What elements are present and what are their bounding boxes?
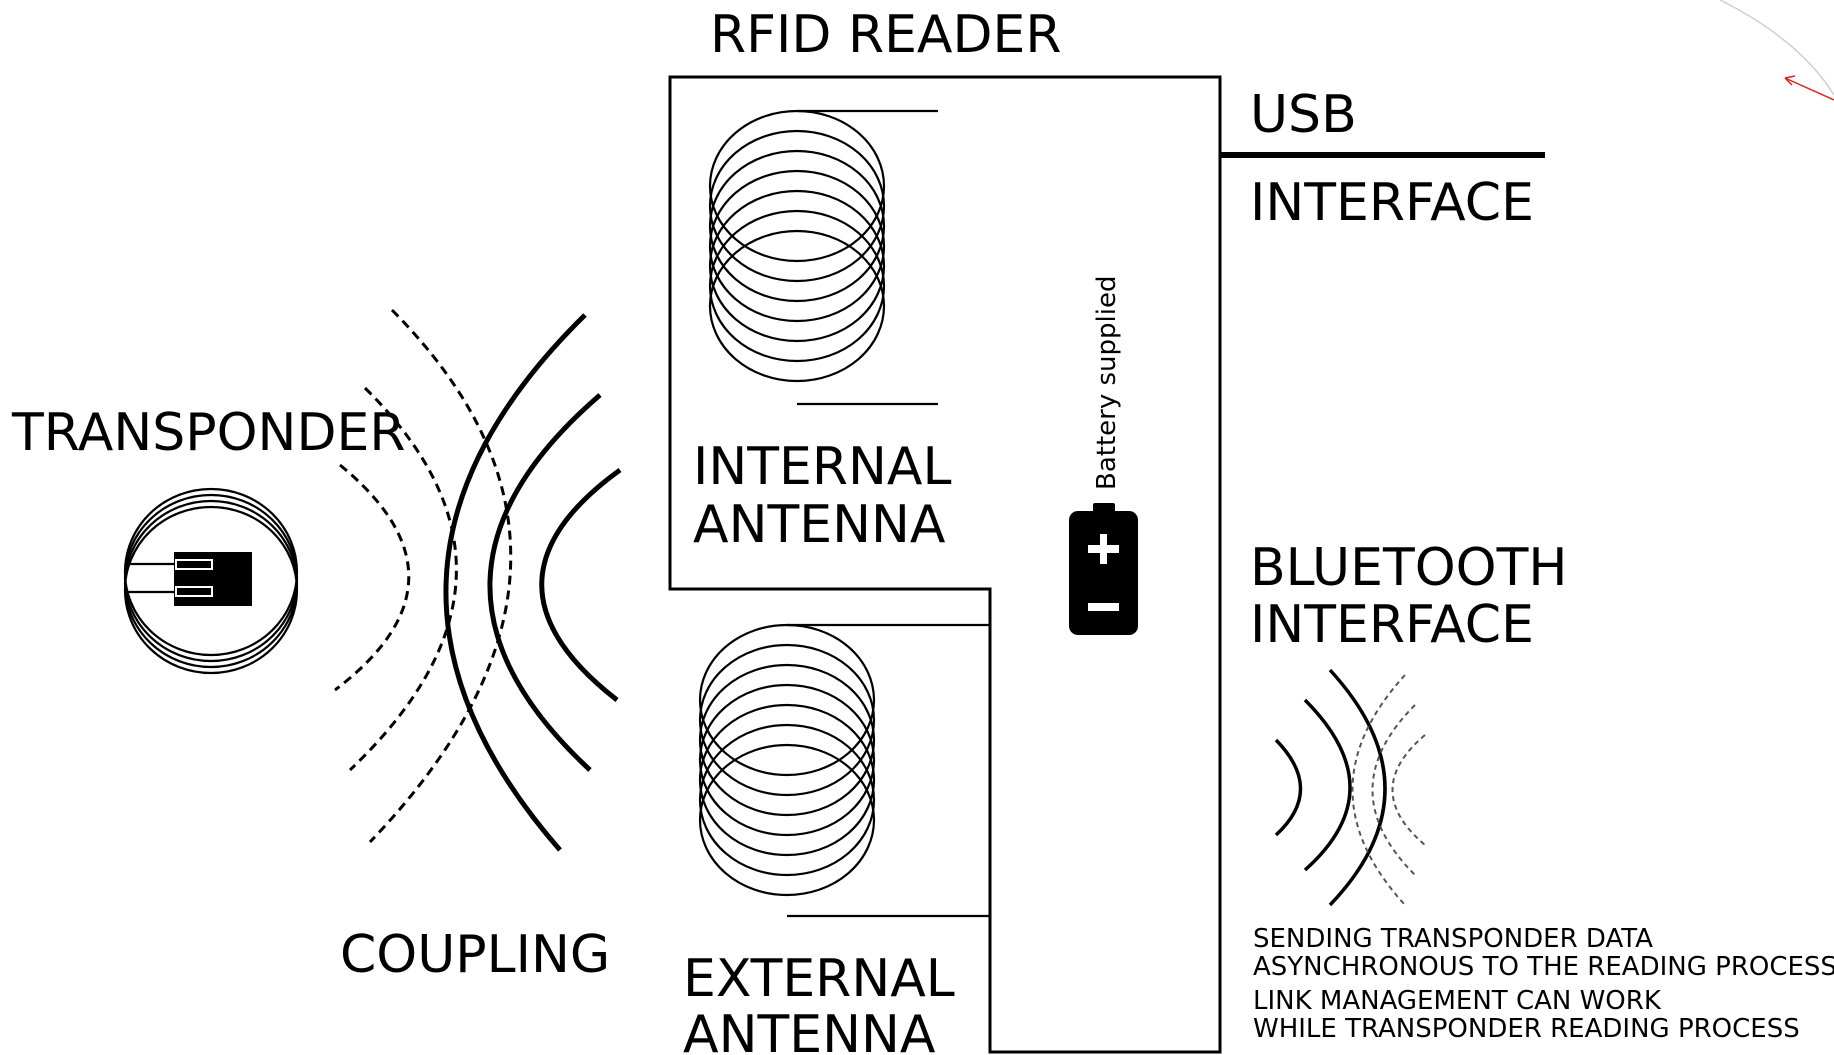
internal-antenna-label-2: ANTENNA [693,495,946,555]
note-line-4: WHILE TRANSPONDER READING PROCESS [1253,1014,1800,1044]
bluetooth-waves-icon [1274,668,1426,907]
usb-interface-label: INTERFACE [1250,173,1534,233]
battery-icon [1069,503,1138,635]
coupling-label: COUPLING [340,925,610,985]
internal-antenna-label-1: INTERNAL [693,437,951,497]
external-antenna-label-1: EXTERNAL [683,949,955,1009]
coupling-waves-icon [334,308,622,852]
internal-coil-icon [708,109,938,406]
transponder-chip-icon [123,487,299,675]
battery-label: Battery supplied [1092,276,1122,490]
bluetooth-label-2: INTERFACE [1250,595,1534,655]
note-line-1: SENDING TRANSPONDER DATA [1253,924,1653,954]
reader-housing [668,75,1222,1054]
transponder-label: TRANSPONDER [11,403,405,463]
decorative-arc [1719,0,1834,96]
rfid-reader-title: RFID READER [710,5,1062,65]
note-line-3: LINK MANAGEMENT CAN WORK [1253,986,1662,1016]
note-line-2: ASYNCHRONOUS TO THE READING PROCESS [1253,952,1834,982]
bluetooth-label-1: BLUETOOTH [1250,538,1567,598]
external-antenna-label-2: ANTENNA [683,1005,936,1055]
usb-label: USB [1250,85,1357,145]
decorative-arrow [1784,75,1834,101]
external-coil-icon [698,623,990,918]
